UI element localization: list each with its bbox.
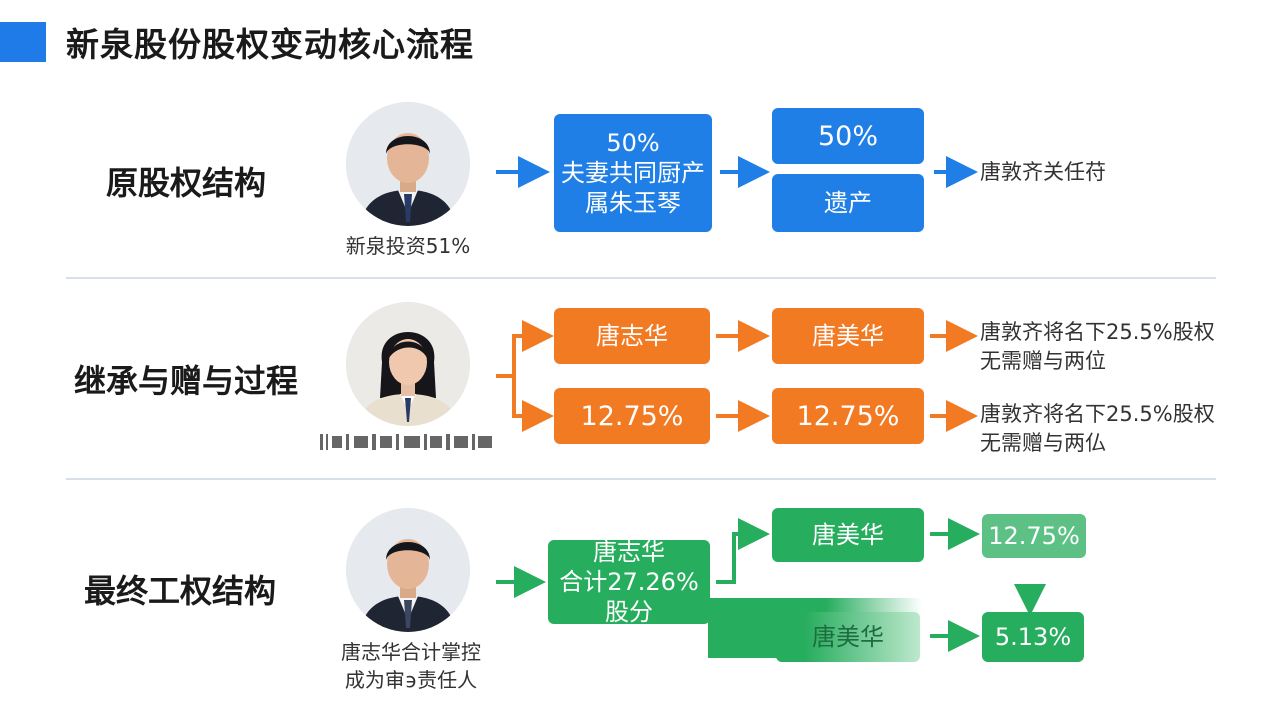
- row3-top-box: 唐美华: [772, 508, 924, 562]
- avatar-man-2: [346, 508, 470, 632]
- row3-caption: 唐志华合计掌控 成为审϶责任人: [316, 638, 506, 694]
- row2-note-bottom-line-2: 无需赠与两仏: [980, 431, 1106, 455]
- divider-1: [66, 277, 1216, 279]
- row1-bottom-box: 遗产: [772, 174, 924, 232]
- row2-top-left-box: 唐志华: [554, 308, 710, 364]
- row2-note-top-line-1: 唐敦齐将名下25.5%股权: [980, 320, 1215, 344]
- row2-bottom-left-box: 12.75%: [554, 388, 710, 444]
- row2-top-right-box: 唐美华: [772, 308, 924, 364]
- row1-label: 原股权结构: [106, 164, 267, 202]
- row1-main-line-2: 夫妻共同厨产: [561, 159, 705, 187]
- avatar-man-1: [346, 102, 470, 226]
- page-title: 新泉股份股权变动核心流程: [66, 25, 474, 64]
- row2-label: 继承与赠与过程: [74, 362, 299, 400]
- row1-caption: 新泉投资51%: [345, 234, 471, 258]
- row3-main-line-2: 合计27.26%股分: [559, 568, 699, 626]
- row1-main-line-1: 50%: [606, 129, 660, 157]
- avatar-woman: [346, 302, 470, 426]
- row2-bottom-right-box: 12.75%: [772, 388, 924, 444]
- arrow-r3-fork: [716, 518, 770, 584]
- row2-note-bottom-line-1: 唐敦齐将名下25.5%股权: [980, 402, 1215, 426]
- row3-top-value-box: 12.75%: [982, 514, 1086, 558]
- row3-caption-line-1: 唐志华合计掌控: [341, 640, 481, 664]
- row2-note-bottom: 唐敦齐将名下25.5%股权 无需赠与两仏: [980, 400, 1215, 458]
- row1-note: 唐敦齐关任苻: [980, 160, 1106, 184]
- row3-bottom-box: 唐美华: [776, 612, 920, 662]
- row2-note-top-line-2: 无需赠与两位: [980, 349, 1106, 373]
- row2-note-top: 唐敦齐将名下25.5%股权 无需赠与两位: [980, 318, 1215, 376]
- divider-2: [66, 478, 1216, 480]
- row3-main-line-1: 唐志华: [593, 538, 665, 566]
- row1-top-box: 50%: [772, 108, 924, 164]
- row1-main-line-3: 属朱玉琴: [585, 189, 681, 217]
- title-accent-bar: [0, 22, 46, 62]
- row3-bottom-value-box: 5.13%: [982, 612, 1084, 662]
- row1-main-box: 50% 夫妻共同厨产 属朱玉琴: [554, 114, 712, 232]
- row3-label: 最终工权结构: [84, 572, 277, 610]
- row3-main-box: 唐志华 合计27.26%股分: [548, 538, 710, 626]
- arrow-r2-fork: [496, 334, 540, 418]
- row3-caption-line-2: 成为审϶责任人: [344, 668, 478, 692]
- row2-caption-garbled: [320, 430, 496, 456]
